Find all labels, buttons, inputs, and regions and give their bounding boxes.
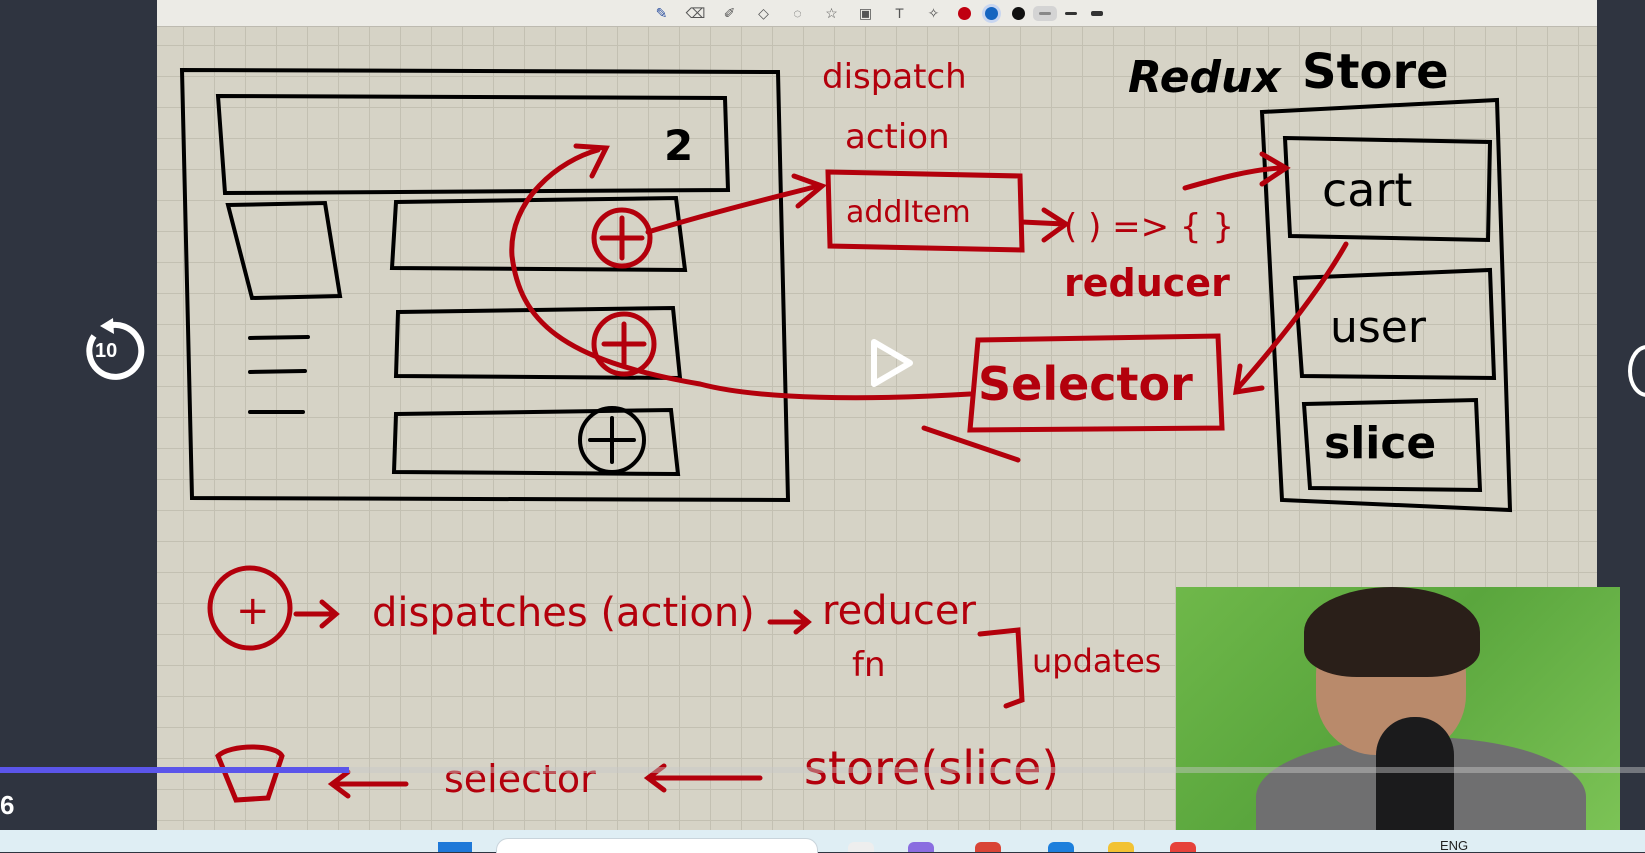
laser-pointer-icon[interactable]: ✧ <box>927 4 940 21</box>
taskbar-app-icon-1[interactable] <box>848 842 874 852</box>
color-swatch-black[interactable] <box>1011 6 1025 20</box>
video-progress-fill <box>0 767 349 773</box>
webcam-overlay <box>1176 587 1620 830</box>
taskbar-search-box[interactable] <box>496 838 818 853</box>
play-button[interactable] <box>870 338 914 388</box>
windows-taskbar <box>0 830 1645 852</box>
color-swatch-red[interactable] <box>957 6 971 20</box>
left-panel <box>0 0 157 852</box>
taskbar-app-icon-2[interactable] <box>908 842 934 852</box>
color-swatch-blue[interactable] <box>984 6 998 20</box>
highlighter-icon[interactable]: ✐ <box>723 4 736 21</box>
stroke-width-thick[interactable] <box>1090 10 1103 16</box>
sticker-icon[interactable]: ☆ <box>825 4 838 21</box>
pen-icon[interactable]: ✎ <box>655 4 668 21</box>
stroke-width-medium[interactable] <box>1064 11 1077 15</box>
shapes-icon[interactable]: ◇ <box>758 4 769 21</box>
windows-start-icon[interactable] <box>438 842 472 852</box>
video-timecode: 6 <box>0 790 15 820</box>
taskbar-app-icon-4[interactable] <box>1048 842 1074 852</box>
replay-seconds-label: 10 <box>95 340 118 362</box>
stroke-width-thin[interactable] <box>1038 11 1051 15</box>
eraser-icon[interactable]: ⌫ <box>685 4 706 21</box>
presenter-hair <box>1304 587 1480 677</box>
replay-10-button[interactable]: 10 <box>80 318 146 384</box>
text-icon[interactable]: T <box>895 5 904 21</box>
taskbar-app-icon-3[interactable] <box>975 842 1001 852</box>
language-indicator[interactable]: ENG <box>1440 838 1469 853</box>
video-progress-bar[interactable] <box>0 767 1645 773</box>
play-icon <box>871 339 913 387</box>
drawing-toolbar: ✎ ⌫ ✐ ◇ ◌ ☆ ▣ T ✧ <box>157 0 1597 27</box>
taskbar-app-icon-6[interactable] <box>1170 842 1196 852</box>
image-icon[interactable]: ▣ <box>858 4 873 21</box>
lasso-icon[interactable]: ◌ <box>793 5 802 21</box>
rewind-icon <box>86 318 145 380</box>
taskbar-folder-icon[interactable] <box>1108 842 1134 852</box>
microphone <box>1376 717 1454 830</box>
